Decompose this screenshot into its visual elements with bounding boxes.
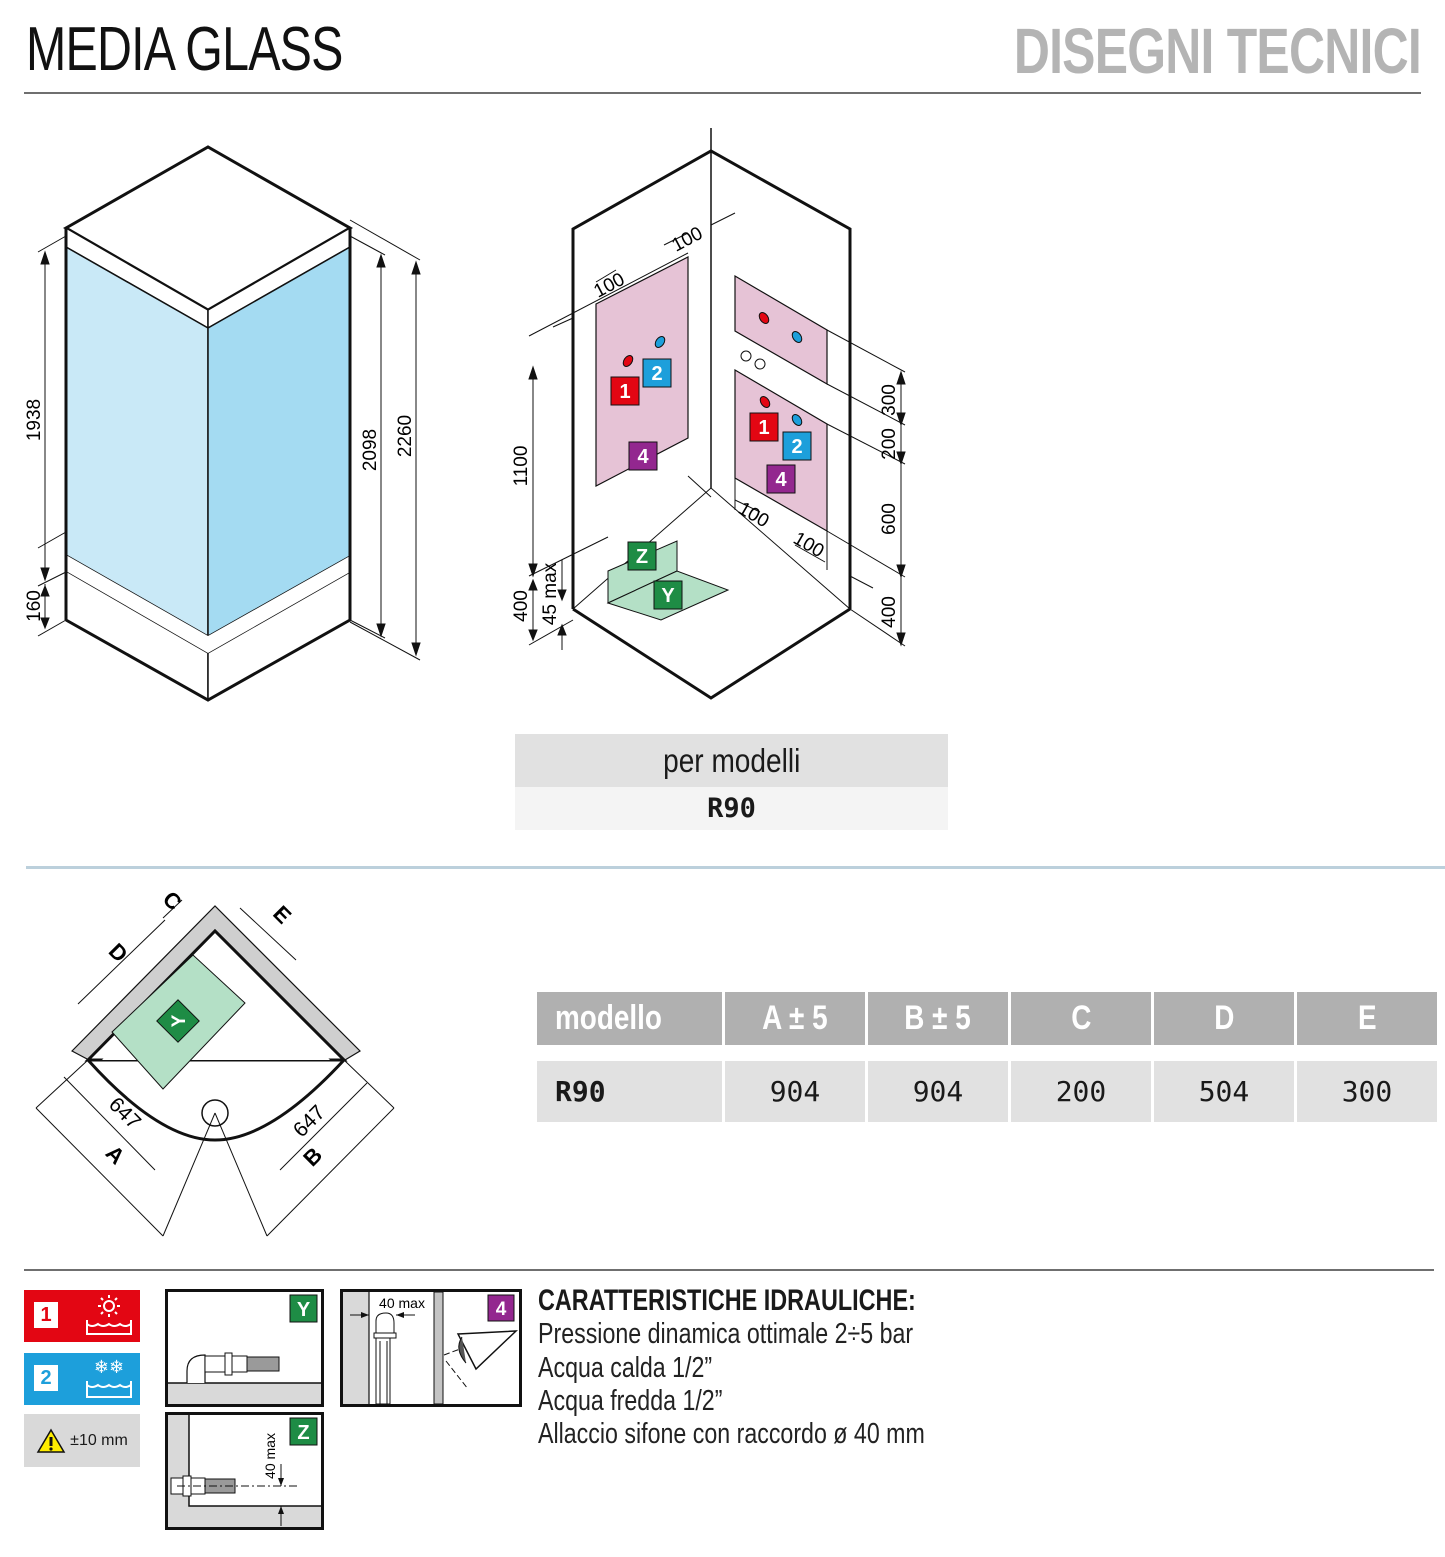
- label-b: B: [298, 1142, 327, 1171]
- z-gap-label: 40 max: [262, 1433, 278, 1479]
- svg-text:1: 1: [619, 381, 630, 403]
- hydraulics-title: CARATTERISTICHE IDRAULICHE:: [538, 1284, 916, 1317]
- nozzle-icon: [740, 350, 766, 370]
- models-box: per modelli R90: [515, 734, 948, 830]
- svg-text:Y: Y: [297, 1299, 311, 1321]
- wall-gap-label: 40 max: [379, 1295, 425, 1311]
- cell-b: 904: [868, 1061, 1008, 1122]
- dim-glass-height: 1938: [24, 399, 45, 441]
- models-label: per modelli: [515, 734, 948, 787]
- svg-text:1: 1: [758, 417, 769, 439]
- snowflake-water-icon: ❄❄: [86, 1357, 132, 1398]
- col-a: A ± 5: [725, 992, 865, 1045]
- dimensions-table: modello A ± 5 B ± 5 C D E R90 904 904 20…: [534, 992, 1440, 1122]
- hydraulics-line: Pressione dinamica ottimale 2÷5 bar: [538, 1318, 914, 1350]
- warning-icon: [36, 1428, 66, 1453]
- label-c: C: [158, 886, 187, 915]
- legend-hot-water: 1: [24, 1290, 140, 1342]
- cold-marker-icon: 2: [782, 431, 812, 461]
- header-divider: [24, 92, 1421, 94]
- dim-right-gap: 200: [879, 428, 900, 460]
- dim-left-height: 1100: [511, 446, 532, 487]
- svg-text:Z: Z: [297, 1422, 309, 1444]
- dim-panel-height: 2098: [360, 429, 381, 471]
- drain-floor-badge-icon: Y: [289, 1294, 318, 1323]
- connections-drawing: 1 2 4 1 2 4 Z Y: [511, 128, 906, 700]
- legend-cold-number: 2: [34, 1365, 58, 1391]
- col-b: B ± 5: [868, 992, 1008, 1045]
- legend-tolerance: ±10 mm: [24, 1414, 140, 1467]
- detail-panel-wall: 40 max 4: [340, 1289, 522, 1407]
- col-modello: modello: [537, 992, 722, 1045]
- col-d: D: [1154, 992, 1294, 1045]
- dim-base-height: 160: [24, 590, 45, 622]
- dim-total-height: 2260: [395, 415, 416, 457]
- cell-a: 904: [725, 1061, 865, 1122]
- dim-right-offset-1: 100: [735, 498, 773, 532]
- massage-marker-icon: 4: [766, 464, 796, 494]
- detail-panel-y: Y: [165, 1289, 324, 1407]
- col-e: E: [1297, 992, 1437, 1045]
- massage-marker-icon: 4: [628, 441, 658, 471]
- massage-badge-icon: 4: [487, 1294, 515, 1322]
- hydraulics-line: Acqua calda 1/2”: [538, 1352, 713, 1384]
- cell-c: 200: [1011, 1061, 1151, 1122]
- label-a: A: [101, 1140, 130, 1169]
- detail-panel-z: 40 max Z: [165, 1412, 324, 1530]
- bottom-divider: [24, 1269, 1434, 1271]
- dim-left-offset-2: 100: [668, 223, 706, 256]
- table-row: R90 904 904 200 504 300: [537, 1061, 1437, 1122]
- dim-right-zone: 600: [879, 503, 900, 535]
- svg-text:Y: Y: [169, 1014, 190, 1027]
- models-value: R90: [515, 787, 948, 830]
- hydraulics-line: Acqua fredda 1/2”: [538, 1385, 723, 1417]
- drain-wall-marker-icon: Z: [627, 541, 657, 571]
- cold-marker-icon: 2: [642, 358, 672, 388]
- hot-marker-icon: 1: [610, 376, 640, 406]
- label-d: D: [104, 938, 133, 967]
- drain-floor-marker-icon: Y: [653, 580, 683, 610]
- legend-hot-number: 1: [34, 1302, 58, 1328]
- label-e: E: [268, 901, 296, 929]
- dim-right-offset-2: 100: [790, 528, 828, 562]
- svg-text:4: 4: [496, 1299, 507, 1320]
- hydraulics-line: Allaccio sifone con raccordo ø 40 mm: [538, 1418, 925, 1450]
- plan-drawing: Y A B C D E 647 647: [35, 886, 395, 1237]
- dim-left-base: 400: [511, 590, 532, 622]
- cabin-elevation-drawing: 1938 160 2098 2260: [24, 145, 421, 702]
- col-c: C: [1011, 992, 1151, 1045]
- table-header-row: modello A ± 5 B ± 5 C D E: [537, 992, 1437, 1045]
- section-divider: [26, 866, 1445, 869]
- cell-model: R90: [537, 1061, 722, 1122]
- dim-right-base: 400: [879, 596, 900, 628]
- svg-text:2: 2: [651, 363, 662, 385]
- legend-cold-water: 2 ❄❄: [24, 1353, 140, 1405]
- dim-drain-max: 45 max: [540, 562, 561, 625]
- dim-right-top: 300: [879, 384, 900, 416]
- cell-d: 504: [1154, 1061, 1294, 1122]
- cell-e: 300: [1297, 1061, 1437, 1122]
- svg-text:Y: Y: [661, 585, 675, 607]
- drain-wall-badge-icon: Z: [289, 1417, 318, 1446]
- label-side-a: 647: [104, 1093, 145, 1134]
- sun-water-icon: [86, 1295, 132, 1335]
- svg-text:❄❄: ❄❄: [94, 1357, 124, 1377]
- hot-marker-icon: 1: [749, 412, 779, 442]
- drain-floor-marker-icon: Y: [156, 999, 200, 1043]
- section-title: DISEGNI TECNICI: [1013, 15, 1422, 87]
- svg-text:2: 2: [791, 436, 802, 458]
- svg-text:Z: Z: [636, 546, 648, 568]
- svg-text:4: 4: [775, 469, 787, 491]
- svg-text:4: 4: [637, 446, 649, 468]
- product-title: MEDIA GLASS: [26, 15, 343, 84]
- tolerance-text: ±10 mm: [70, 1431, 128, 1449]
